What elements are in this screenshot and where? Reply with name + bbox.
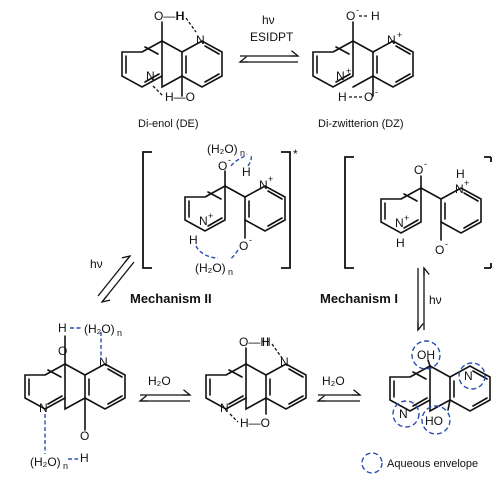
w2-plus-right: + [268, 174, 273, 184]
hd-n-right: N [99, 355, 108, 369]
envelope-oh [411, 340, 441, 370]
mb-o-top: O—H [239, 335, 269, 349]
mb-n-right: N [280, 355, 289, 369]
mech2-arrows [97, 256, 135, 302]
water-cluster-top-n: n [240, 148, 245, 158]
dz-h-bottom: H [338, 90, 347, 104]
molecule-bare-zwitterion [380, 175, 482, 241]
label-di-enol: Di-enol (DE) [138, 118, 199, 130]
bracket-left-2 [142, 151, 152, 269]
envelope-n-right [458, 362, 486, 390]
bracket-right-2 [281, 151, 291, 269]
z1-plus-left: + [404, 213, 409, 223]
water-link-bottom [44, 414, 78, 460]
legend-envelope-icon [361, 452, 383, 474]
w2-minus-bottom: - [249, 235, 252, 245]
w2-n-right: N [259, 178, 268, 192]
equilibrium-1-arrows [140, 395, 190, 401]
dz-minus-bottom: - [375, 87, 378, 97]
molecule-hydrated-di-enol [24, 335, 126, 431]
hd-o-top: O [58, 344, 67, 358]
sd-n-left: N [399, 407, 408, 421]
de-h-top: H [176, 9, 185, 23]
h2o-2: H₂O [322, 374, 345, 388]
hv-mech2: hν [90, 257, 103, 271]
dz-minus-top: - [356, 5, 359, 15]
mechanism-ii: Mechanism II [130, 291, 212, 306]
w2-h-bottom: H [189, 233, 198, 247]
w2-plus-left: + [208, 211, 213, 221]
z1-n-left: N [395, 216, 404, 230]
hd-water-bottom: (H₂O) [30, 455, 61, 469]
water-cluster-top: (H₂O) [207, 142, 238, 156]
molecule-di-enol [121, 21, 223, 97]
esidpt-arrows [240, 56, 298, 63]
z1-minus-top: - [424, 159, 427, 169]
bracket-left-1 [344, 156, 354, 269]
bracket-right-1 [484, 156, 492, 269]
water-link-top [70, 327, 102, 360]
dz-n-left: N [336, 69, 345, 83]
h2o-1: H₂O [148, 374, 171, 388]
dz-h-top: H [371, 9, 380, 23]
hv-top: hν [262, 13, 275, 27]
w2-o-top: O [218, 159, 227, 173]
envelope-ho [421, 405, 451, 435]
molecule-solvated-di-enol [389, 359, 491, 413]
dz-o-bottom: O [364, 90, 373, 104]
label-di-zwitterion: Di-zwitterion (DZ) [318, 118, 404, 130]
hd-h-top: H [58, 321, 67, 335]
mb-h-top: H [262, 335, 271, 349]
de-n-right: N [196, 33, 205, 47]
w2-h-top: H [242, 165, 251, 179]
hd-water-top-n: n [117, 328, 122, 338]
z1-n-right: N [455, 182, 464, 196]
molecule-hydrated-zwitterion [184, 170, 286, 239]
w2-n-left: N [199, 214, 208, 228]
hd-water-top: (H₂O) [84, 322, 115, 336]
mech1-arrows [417, 268, 424, 330]
dz-plus-left: + [346, 66, 351, 76]
mb-h-bottom: H—O [240, 416, 270, 430]
equilibrium-2-arrows [318, 395, 360, 401]
dz-o-top: O [346, 9, 355, 23]
z1-plus-right: + [464, 178, 469, 188]
z1-minus-bottom: - [445, 239, 448, 249]
water-cluster-bottom: (H₂O) [195, 261, 226, 275]
sd-n-right: N [464, 369, 473, 383]
hd-n-left: N [39, 401, 48, 415]
esidpt-label: ESIDPT [250, 30, 294, 44]
hd-h-bottom: H [80, 451, 89, 465]
de-o-top: O—H [154, 9, 184, 23]
mechanism-i: Mechanism I [320, 291, 398, 306]
w2-minus-top: - [228, 155, 231, 165]
excited-star: * [293, 147, 298, 161]
hd-o-bottom: O [80, 429, 89, 443]
legend-aqueous-envelope: Aqueous envelope [387, 458, 478, 470]
de-h-bottom: H—O [165, 90, 195, 104]
z1-h-top: H [456, 167, 465, 181]
z1-o-bottom: O [435, 243, 444, 257]
z1-o-top: O [414, 163, 423, 177]
envelope-n-left [392, 400, 420, 428]
molecule-di-zwitterion [312, 21, 414, 97]
dz-n-right: N [387, 33, 396, 47]
dz-plus-right: + [397, 30, 402, 40]
sd-oh: OH [417, 348, 435, 362]
mb-n-left: N [220, 401, 229, 415]
molecule-di-enol-bottom [205, 347, 307, 415]
z1-h-bottom: H [396, 236, 405, 250]
w2-o-bottom: O [239, 239, 248, 253]
hd-water-bottom-n: n [63, 461, 68, 471]
hv-mech1: hν [429, 293, 442, 307]
water-bridge-bottom [195, 245, 239, 260]
sd-ho: HO [425, 414, 443, 428]
water-bridge-top [230, 153, 253, 167]
de-n-left: N [146, 69, 155, 83]
water-cluster-bottom-n: n [228, 267, 233, 277]
